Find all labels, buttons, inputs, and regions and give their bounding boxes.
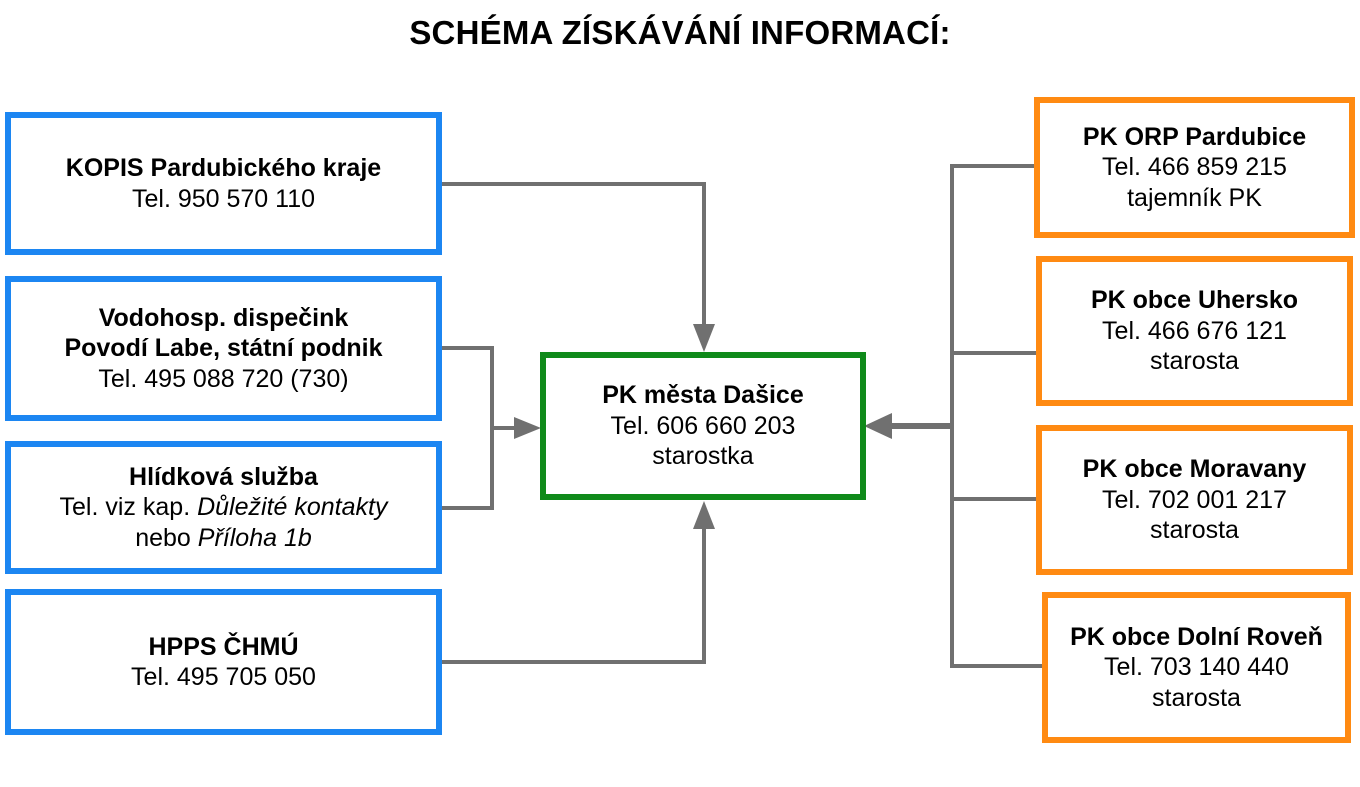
- box-uhersko: PK obce Uhersko Tel. 466 676 121 starost…: [1036, 256, 1353, 406]
- arrowhead-down: [693, 324, 715, 352]
- box-orp-pardubice: PK ORP Pardubice Tel. 466 859 215 tajemn…: [1034, 97, 1355, 238]
- dolni-roven-tel: Tel. 703 140 440: [1104, 653, 1289, 682]
- box-kopis: KOPIS Pardubického kraje Tel. 950 570 11…: [5, 112, 442, 255]
- arrowhead-up: [693, 501, 715, 529]
- connector-kopis: [441, 182, 706, 330]
- connector-vodohosp: [441, 346, 494, 510]
- box-vodohosp: Vodohosp. dispečink Povodí Labe, státní …: [5, 276, 442, 421]
- orp-tel: Tel. 466 859 215: [1102, 153, 1287, 182]
- hlidkova-name: Hlídková služba: [129, 462, 318, 491]
- moravany-name: PK obce Moravany: [1082, 455, 1307, 484]
- uhersko-name: PK obce Uhersko: [1090, 286, 1298, 315]
- hlidkova-tel-italic: Důležité kontakty: [197, 493, 388, 522]
- kopis-tel: Tel. 950 570 110: [131, 184, 316, 213]
- hpps-name: HPPS ČHMÚ: [148, 632, 299, 661]
- hlidkova-line3-prefix: nebo: [135, 523, 191, 552]
- dolni-roven-role: starosta: [1152, 683, 1241, 712]
- arrowhead-left: [864, 413, 892, 439]
- arrowhead-right: [514, 417, 541, 439]
- box-hpps: HPPS ČHMÚ Tel. 495 705 050: [5, 589, 442, 735]
- moravany-role: starosta: [1150, 516, 1239, 545]
- vodohosp-name-line1: Vodohosp. dispečink: [98, 303, 349, 332]
- vodohosp-name-line2: Povodí Labe, státní podnik: [64, 334, 383, 363]
- box-moravany: PK obce Moravany Tel. 702 001 217 staros…: [1036, 425, 1353, 575]
- connector-right-bracket: [950, 164, 1044, 668]
- kopis-name: KOPIS Pardubického kraje: [65, 154, 382, 182]
- box-hlidkova: Hlídková služba Tel. viz kap. Důležité k…: [5, 441, 442, 574]
- connector-hpps: [441, 527, 706, 664]
- center-name: PK města Dašice: [602, 381, 804, 410]
- dolni-roven-name: PK obce Dolní Roveň: [1070, 622, 1323, 651]
- box-dolni-roven: PK obce Dolní Roveň Tel. 703 140 440 sta…: [1042, 592, 1351, 743]
- vodohosp-tel: Tel. 495 088 720 (730): [98, 364, 349, 393]
- hlidkova-tel-prefix: Tel. viz kap.: [59, 493, 191, 522]
- uhersko-role: starosta: [1150, 347, 1239, 376]
- hlidkova-line3-italic: Příloha 1b: [197, 523, 312, 552]
- box-center: PK města Dašice Tel. 606 660 203 starost…: [540, 352, 866, 500]
- center-tel: Tel. 606 660 203: [610, 411, 796, 440]
- hlidkova-tel-line: Tel. viz kap. Důležité kontakty: [60, 492, 388, 523]
- orp-name: PK ORP Pardubice: [1082, 122, 1307, 151]
- uhersko-tel: Tel. 466 676 121: [1102, 316, 1287, 345]
- hlidkova-line3: nebo Příloha 1b: [135, 523, 312, 554]
- moravany-tel: Tel. 702 001 217: [1102, 485, 1287, 514]
- hpps-tel: Tel. 495 705 050: [131, 663, 316, 691]
- diagram-title: SCHÉMA ZÍSKÁVÁNÍ INFORMACÍ:: [409, 14, 951, 51]
- center-role: starostka: [652, 442, 754, 471]
- orp-role: tajemník PK: [1127, 183, 1262, 212]
